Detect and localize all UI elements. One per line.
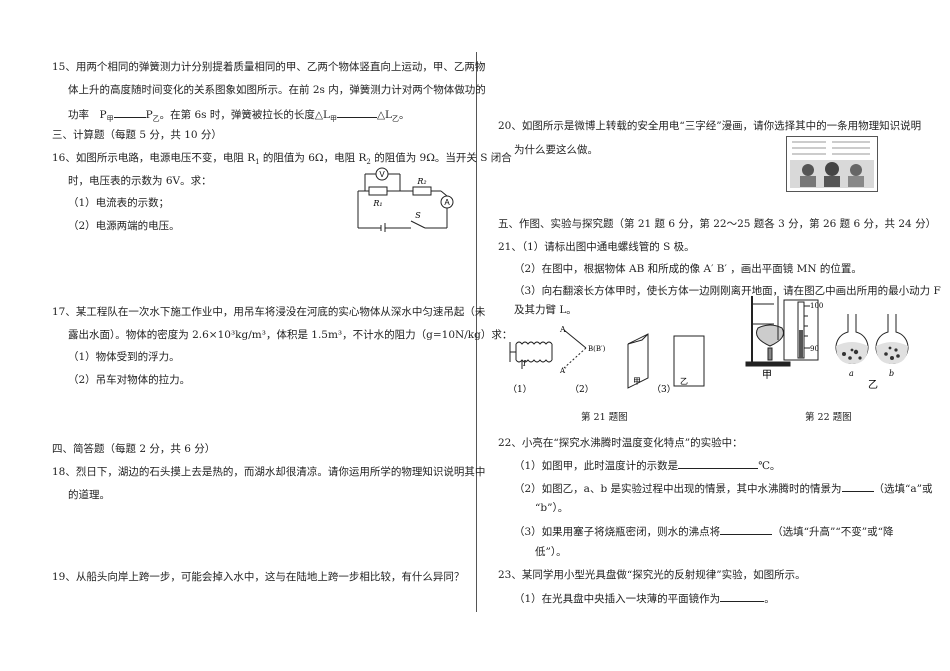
q20-line2: 为什么要这么做。 <box>514 144 598 156</box>
q16-circuit-diagram: V A R₁ R₂ S <box>357 167 454 232</box>
left-column: 15、用两个相同的弹簧测力计分别提着质量相同的甲、乙两个物体竖直向上运动，甲、乙… <box>52 61 512 583</box>
r2-label: R₂ <box>416 177 426 186</box>
q15-l3a: 功率 P <box>68 109 107 121</box>
right-column: 20、如图所示是微博上转载的安全用电“三字经”漫画，请你选择其中的一条用物理知识… <box>478 0 950 671</box>
q22-l3b: （选填“a”或 <box>873 483 933 495</box>
q15-l3g: △L <box>376 109 393 121</box>
q22-line2: （1）如图甲，此时温度计的示数是 ℃。 <box>514 457 780 473</box>
q22-l2b: ℃。 <box>758 460 781 472</box>
fig21-label-3: （3） <box>652 384 676 395</box>
fig21-jia-label: 甲 <box>633 377 641 386</box>
q16-l1a: 16、如图所示电路，电源电压不变，电阻 R <box>52 152 256 164</box>
q19-line: 19、从船头向岸上跨一步，可能会掉入水中，这与在陆地上跨一步相比较，有什么异同？ <box>52 571 465 583</box>
q18-line2: 的道理。 <box>68 489 110 501</box>
q15-l3e: 。在第 6s 时，弹簧被拉长的长度△L <box>159 109 330 121</box>
q17-sub2: （2）吊车对物体的拉力。 <box>68 374 191 386</box>
q22-line3: （2）如图乙，a、b 是实验过程中出现的情景，其中水沸腾时的情景为 （选填“a”或 <box>514 480 933 496</box>
flask-a-label: a <box>849 369 854 378</box>
q15-sub-jia2: 甲 <box>329 115 337 124</box>
section-5-heading: 五、作图、实验与探究题（第 21 题 6 分，第 22～25 题各 3 分，第 … <box>498 218 937 230</box>
q16-sub-1: 1 <box>255 158 260 167</box>
q21-figures: I A B(B′) A′ （1） （2） 甲 （3） 乙 <box>508 325 705 395</box>
q16-sub2: （2）电源两端的电压。 <box>68 220 180 232</box>
thermometer-100-label: 100 <box>810 302 823 310</box>
q22-l5b: （选填“升高”“不变”或“降 <box>772 526 894 538</box>
q16-l1c: 的阻值为 6Ω，电阻 R <box>259 152 367 164</box>
q17-sub1: （1）物体受到的浮力。 <box>68 351 180 363</box>
current-label: I <box>522 359 527 368</box>
q16-sub1: （1）电流表的示数； <box>68 197 170 209</box>
q23-l2b: 。 <box>764 593 775 605</box>
q21-line3: （3）向右翻滚长方体甲时，使长方体一边刚刚离开地面，请在图乙中画出所用的最小动力… <box>514 285 941 297</box>
point-a-label: A <box>559 325 566 334</box>
q21-line2: （2）在图中，根据物体 AB 和所成的像 A′ B′ ，画出平面镜 MN 的位置… <box>514 263 862 275</box>
q15-line2: 体上升的高度随时间变化的关系图象如图所示。在前 2s 内，弹簧测力计对两个物体做… <box>68 84 486 96</box>
flask-b-label: b <box>889 369 894 378</box>
q22-line5: （3）如果用塞子将烧瓶密闭，则水的沸点将 （选填“升高”“不变”或“降 <box>514 523 894 539</box>
q15-sub-yi2: 乙 <box>392 115 400 124</box>
q22-blank-temperature[interactable] <box>678 457 759 469</box>
q22-l3a: （2）如图乙，a、b 是实验过程中出现的情景，其中水沸腾时的情景为 <box>514 483 842 495</box>
q20-line1: 20、如图所示是微博上转载的安全用电“三字经”漫画，请你选择其中的一条用物理知识… <box>498 120 922 132</box>
q21-line4: 及其力臂 L。 <box>514 304 577 316</box>
q15-blank-length[interactable] <box>336 106 377 118</box>
point-a-prime-label: A′ <box>559 367 567 375</box>
fig22-jia-label: 甲 <box>762 370 772 381</box>
q15-blank-power[interactable] <box>113 106 146 118</box>
q23-line1: 23、某同学用小型光具盘做“探究光的反射规律”实验，如图所示。 <box>498 569 806 581</box>
safety-comic-image <box>786 136 878 192</box>
r1-label: R₁ <box>372 199 382 208</box>
q15-sub-yi: 乙 <box>152 115 160 124</box>
thermometer-90-label: 90 <box>810 345 819 353</box>
q22-line6: 低”）。 <box>535 546 567 558</box>
q21-line1: 21、（1）请标出图中通电螺线管的 S 极。 <box>498 241 695 253</box>
q15-l3c: P <box>145 109 153 121</box>
q23-l2a: （1）在光具盘中央插入一块薄的平面镜作为 <box>514 593 721 605</box>
point-b-label: B(B′) <box>588 345 606 353</box>
q22-figures: 100 90 甲 a b 乙 <box>745 296 909 391</box>
section-3-heading: 三、计算题（每题 5 分，共 10 分） <box>52 129 222 141</box>
q16-line1: 16、如图所示电路，电源电压不变，电阻 R1 的阻值为 6Ω，电阻 R2 的阻值… <box>52 151 512 169</box>
fig22-yi-label: 乙 <box>868 379 878 391</box>
q15-sub-jia: 甲 <box>106 115 114 124</box>
q15-l3i: 。 <box>399 109 410 121</box>
q16-line2: 时，电压表的示数为 6V。求： <box>68 175 212 187</box>
q15-line1: 15、用两个相同的弹簧测力计分别提着质量相同的甲、乙两个物体竖直向上运动，甲、乙… <box>52 61 486 73</box>
fig21-yi-label: 乙 <box>680 377 688 386</box>
q22-blank-boiling[interactable] <box>841 480 874 492</box>
q18-line1: 18、烈日下，湖边的石头摸上去是热的，而湖水却很清凉。请你运用所学的物理知识说明… <box>52 466 486 478</box>
q17-line1: 17、某工程队在一次水下施工作业中，用吊车将浸没在河底的实心物体从深水中匀速吊起… <box>52 306 486 318</box>
fig21-caption: 第 21 题图 <box>581 412 628 423</box>
q22-line4: “b”）。 <box>535 502 569 514</box>
ammeter-label: A <box>444 198 450 207</box>
q23-line2: （1）在光具盘中央插入一块薄的平面镜作为 。 <box>514 590 775 606</box>
q22-line1: 22、小亮在“探究水沸腾时温度变化特点”的实验中： <box>498 437 743 449</box>
q23-blank-mirror[interactable] <box>720 590 765 602</box>
fig22-caption: 第 22 题图 <box>805 412 852 423</box>
switch-label: S <box>415 211 421 220</box>
column-divider <box>476 52 477 612</box>
q16-sub-2: 2 <box>366 158 371 167</box>
section-4-heading: 四、简答题（每题 2 分，共 6 分） <box>52 443 216 455</box>
fig21-label-1: （1） <box>508 384 532 395</box>
q22-blank-boiling-point[interactable] <box>720 523 773 535</box>
fig21-label-2: （2） <box>570 384 594 395</box>
q22-l5a: （3）如果用塞子将烧瓶密闭，则水的沸点将 <box>514 526 721 538</box>
q17-line2: 露出水面）。物体的密度为 2.6×10³kg/m³，体积是 1.5m³，不计水的… <box>68 329 513 341</box>
voltmeter-label: V <box>379 170 385 179</box>
q22-l2a: （1）如图甲，此时温度计的示数是 <box>514 460 679 472</box>
q16-l1e: 的阻值为 9Ω。当开关 S 闭合 <box>370 152 512 164</box>
